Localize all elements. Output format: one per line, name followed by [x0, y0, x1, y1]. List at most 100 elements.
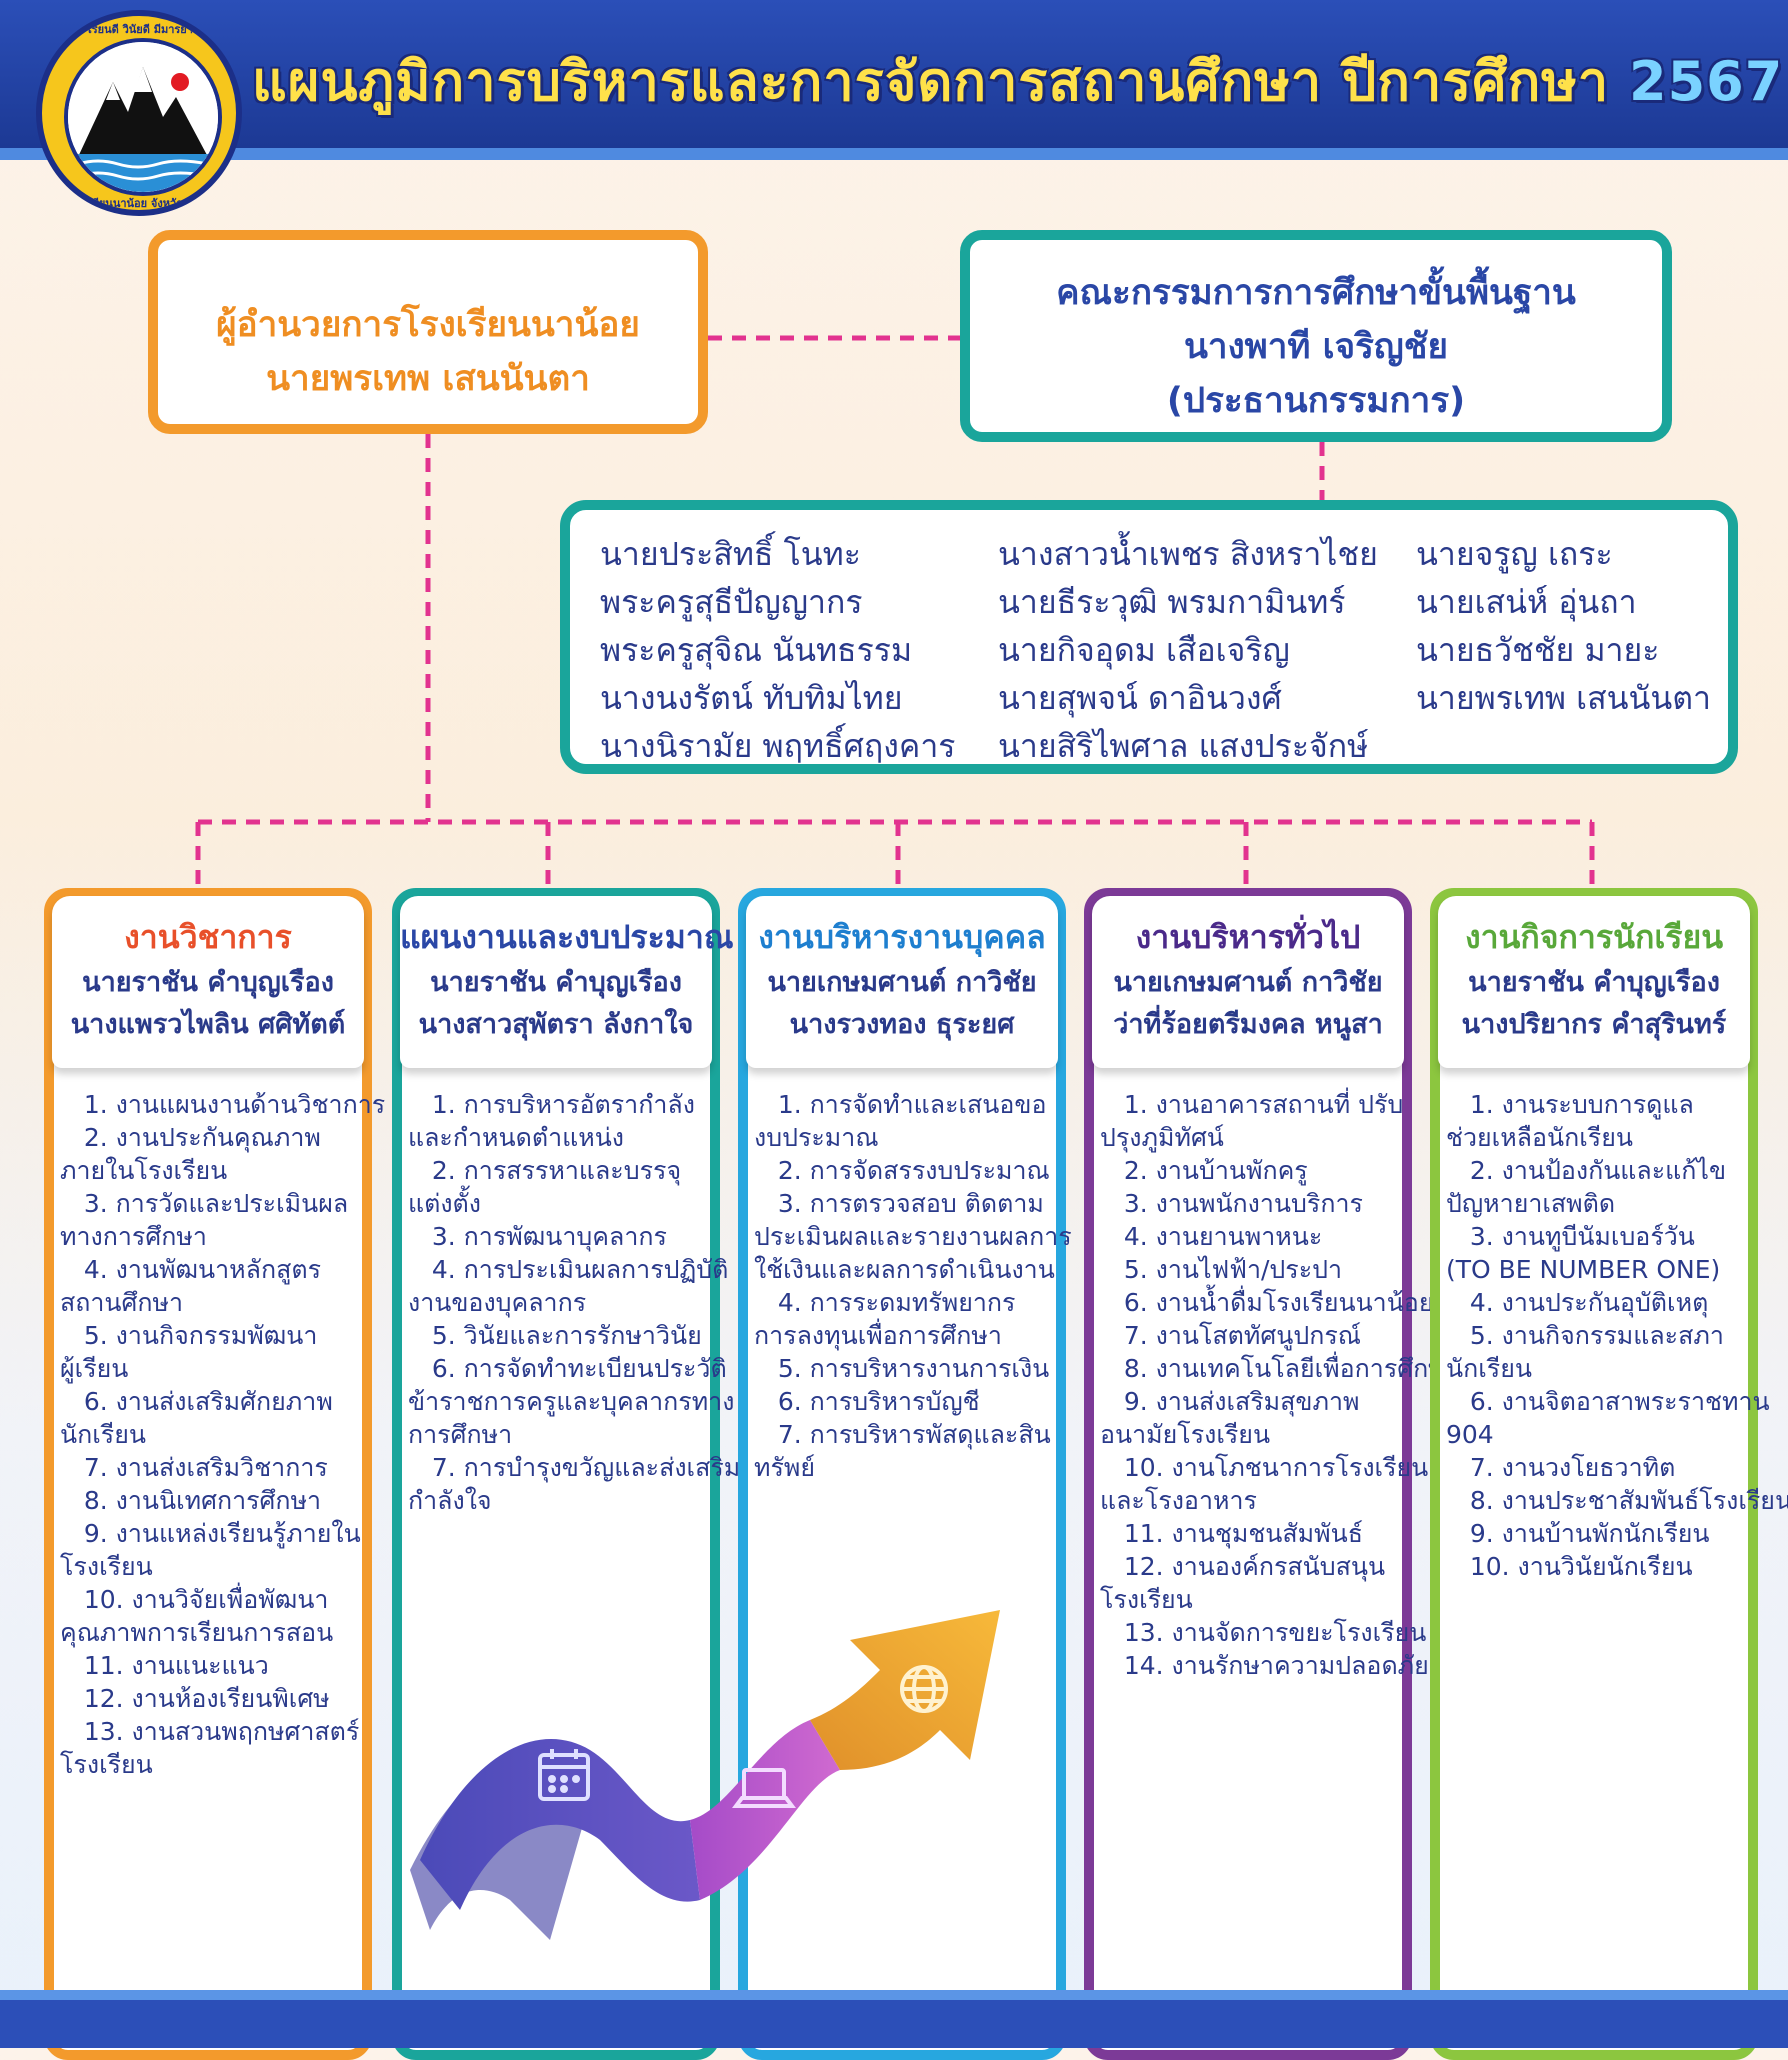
task-item: 8. งานนิเทศการศึกษา: [60, 1486, 322, 1515]
member-name: นายพรเทพ เสนนันตา: [1416, 679, 1712, 717]
task-item: 10. งานวินัยนักเรียน: [1446, 1552, 1693, 1581]
task-item: โรงเรียน: [60, 1552, 153, 1581]
task-item: กำลังใจ: [408, 1486, 492, 1515]
committee-title: คณะกรรมการการศึกษาขั้นพื้นฐาน: [1056, 273, 1576, 313]
task-item: 13. งานจัดการขยะโรงเรียน: [1100, 1618, 1427, 1647]
task-item: 2. งานป้องกันและแก้ไข: [1446, 1156, 1727, 1185]
task-item: 9. งานบ้านพักนักเรียน: [1446, 1519, 1710, 1548]
department-task-list: 1. การบริหารอัตรากำลังและกำหนดตำแหน่ง 2.…: [408, 1088, 741, 1517]
task-item: 7. การบำรุงขวัญและส่งเสริม: [408, 1453, 741, 1482]
director-box: ผู้อำนวยการโรงเรียนนาน้อย นายพรเทพ เสนนั…: [148, 230, 708, 434]
task-item: 10. งานวิจัยเพื่อพัฒนา: [60, 1585, 329, 1614]
department-task-list: 1. งานระบบการดูแลช่วยเหลือนักเรียน 2. งา…: [1446, 1088, 1788, 1583]
department-header: งานวิชาการนายราชัน คำบุญเรืองนางแพรวไพลิ…: [52, 896, 364, 1068]
title-year: 2567: [1629, 50, 1784, 113]
department-person: นายราชัน คำบุญเรือง: [1468, 967, 1720, 998]
member-name: นายเสน่ห์ อุ่นถา: [1416, 583, 1637, 621]
task-item: 2. งานประกันคุณภาพ: [60, 1123, 321, 1152]
page-title: แผนภูมิการบริหารและการจัดการสถานศึกษา ปี…: [252, 38, 1782, 138]
department-person: นางแพรวไพลิน ศศิทัตต์: [70, 1009, 346, 1040]
task-item: 6. งานจิตอาสาพระราชทาน: [1446, 1387, 1770, 1416]
task-item: ช่วยเหลือนักเรียน: [1446, 1123, 1633, 1152]
member-name: นายประสิทธิ์ โนทะ: [600, 535, 861, 573]
department-person: นายเกษมศานต์ กาวิชัย: [1113, 967, 1383, 998]
task-item: 3. การตรวจสอบ ติดตาม: [754, 1189, 1044, 1218]
department-task-list: 1. งานอาคารสถานที่ ปรับปรุงภูมิทัศน์ 2. …: [1100, 1088, 1459, 1682]
task-item: 2. งานบ้านพักครู: [1100, 1156, 1308, 1185]
task-item: การศึกษา: [408, 1420, 513, 1449]
members-column-3: นายจรูญ เถระ นายเสน่ห์ อุ่นถา นายธวัชชัย…: [1416, 530, 1711, 722]
task-item: โรงเรียน: [1100, 1585, 1193, 1614]
department-person: นางปริยากร คำสุรินทร์: [1461, 1009, 1727, 1040]
task-item: 3. การพัฒนาบุคลากร: [408, 1222, 667, 1251]
task-item: 2. การสรรหาและบรรจุ: [408, 1156, 682, 1185]
department-box: งานบริหารงานบุคคลนายเกษมศานต์ กาวิชัยนาง…: [738, 888, 1072, 2060]
department-person: นายเกษมศานต์ กาวิชัย: [767, 967, 1037, 998]
task-item: 3. งานทูบีนัมเบอร์วัน: [1446, 1222, 1695, 1251]
department-box: งานบริหารทั่วไปนายเกษมศานต์ กาวิชัยว่าที…: [1084, 888, 1459, 2060]
task-item: ใช้เงินและผลการดำเนินงาน: [754, 1255, 1055, 1284]
mountain-icon: [68, 42, 218, 192]
committee-chair-name: นางพาที เจริญชัย: [1183, 327, 1448, 367]
logo-emblem: [64, 38, 222, 196]
task-item: โรงเรียน: [60, 1750, 153, 1779]
task-item: ภายในโรงเรียน: [60, 1156, 228, 1185]
department-box: แผนงานและงบประมาณนายราชัน คำบุญเรืองนางส…: [392, 888, 741, 2060]
department-person: นายราชัน คำบุญเรือง: [430, 967, 682, 998]
task-item: 2. การจัดสรรงบประมาณ: [754, 1156, 1050, 1185]
growth-arrow-illustration: [410, 1610, 1000, 1940]
department-person: นางสาวสุพัตรา ลังกาใจ: [418, 1009, 694, 1040]
task-item: 11. งานแนะแนว: [60, 1651, 269, 1680]
task-item: งานของบุคลากร: [408, 1288, 587, 1317]
task-item: อนามัยโรงเรียน: [1100, 1420, 1271, 1449]
department-box: งานวิชาการนายราชัน คำบุญเรืองนางแพรวไพลิ…: [44, 888, 386, 2060]
member-name: นายกิจอุดม เสือเจริญ: [998, 631, 1290, 669]
task-item: สถานศึกษา: [60, 1288, 184, 1317]
task-item: 6. งานส่งเสริมศักยภาพ: [60, 1387, 333, 1416]
task-item: 10. งานโภชนาการโรงเรียน: [1100, 1453, 1429, 1482]
member-name: นายสิริไพศาล แสงประจักษ์: [998, 727, 1369, 765]
committee-chair-role: (ประธานกรรมการ): [1166, 381, 1466, 421]
task-item: 4. งานประกันอุบัติเหตุ: [1446, 1288, 1709, 1317]
task-item: ปัญหายาเสพติด: [1446, 1189, 1616, 1218]
member-name: พระครูสุจิณ นันทธรรม: [600, 631, 913, 669]
task-item: 7. งานวงโยธวาทิต: [1446, 1453, 1676, 1482]
task-item: ประเมินผลและรายงานผลการ: [754, 1222, 1072, 1251]
task-item: 1. งานอาคารสถานที่ ปรับ: [1100, 1090, 1404, 1119]
task-item: 3. งานพนักงานบริการ: [1100, 1189, 1363, 1218]
department-task-list: 1. การจัดทำและเสนอของบประมาณ 2. การจัดสร…: [754, 1088, 1072, 1484]
committee-members-box: นายประสิทธิ์ โนทะ พระครูสุธีปัญญากร พระค…: [560, 500, 1738, 774]
department-title: แผนงานและงบประมาณ: [400, 918, 734, 956]
member-name: นายจรูญ เถระ: [1416, 535, 1613, 573]
task-item: 6. การจัดทำทะเบียนประวัติ: [408, 1354, 727, 1383]
footer-bar: [0, 2000, 1788, 2048]
member-name: พระครูสุธีปัญญากร: [600, 583, 863, 621]
title-text: แผนภูมิการบริหารและการจัดการสถานศึกษา ปี…: [252, 50, 1610, 113]
department-header: งานกิจการนักเรียนนายราชัน คำบุญเรืองนางป…: [1438, 896, 1750, 1068]
task-item: 9. งานแหล่งเรียนรู้ภายใน: [60, 1519, 361, 1548]
task-item: 6. การบริหารบัญชี: [754, 1387, 980, 1416]
task-item: 12. งานห้องเรียนพิเศษ: [60, 1684, 330, 1713]
department-header: งานบริหารทั่วไปนายเกษมศานต์ กาวิชัยว่าที…: [1092, 896, 1404, 1068]
department-person: ว่าที่ร้อยตรีมงคล หนูสา: [1113, 1009, 1383, 1040]
logo-motto: เรียนดี วินัยดี มีมารยาทงาม: [88, 23, 219, 36]
task-item: 1. การจัดทำและเสนอขอ: [754, 1090, 1047, 1119]
task-item: 14. งานรักษาความปลอดภัย: [1100, 1651, 1429, 1680]
task-item: 1. การบริหารอัตรากำลัง: [408, 1090, 695, 1119]
header-stripe: [0, 148, 1788, 160]
task-item: ผู้เรียน: [60, 1354, 129, 1383]
task-item: 7. งานส่งเสริมวิชาการ: [60, 1453, 328, 1482]
task-item: 1. งานแผนงานด้านวิชาการ: [60, 1090, 386, 1119]
department-header: งานบริหารงานบุคคลนายเกษมศานต์ กาวิชัยนาง…: [746, 896, 1058, 1068]
task-item: 4. งานพัฒนาหลักสูตร: [60, 1255, 322, 1284]
members-column-1: นายประสิทธิ์ โนทะ พระครูสุธีปัญญากร พระค…: [600, 530, 955, 770]
department-person: นายราชัน คำบุญเรือง: [82, 967, 334, 998]
members-column-2: นางสาวน้ำเพชร สิงหราไชย นายธีระวุฒิ พรมก…: [998, 530, 1378, 770]
department-box: งานกิจการนักเรียนนายราชัน คำบุญเรืองนางป…: [1430, 888, 1788, 2060]
header-bar: [0, 0, 1788, 160]
member-name: นายธวัชชัย มายะ: [1416, 631, 1660, 669]
task-item: 3. การวัดและประเมินผล: [60, 1189, 349, 1218]
task-item: 8. งานประชาสัมพันธ์โรงเรียน: [1446, 1486, 1788, 1515]
task-item: 7. งานโสตทัศนูปกรณ์: [1100, 1321, 1361, 1350]
task-item: การลงทุนเพื่อการศึกษา: [754, 1321, 1002, 1350]
